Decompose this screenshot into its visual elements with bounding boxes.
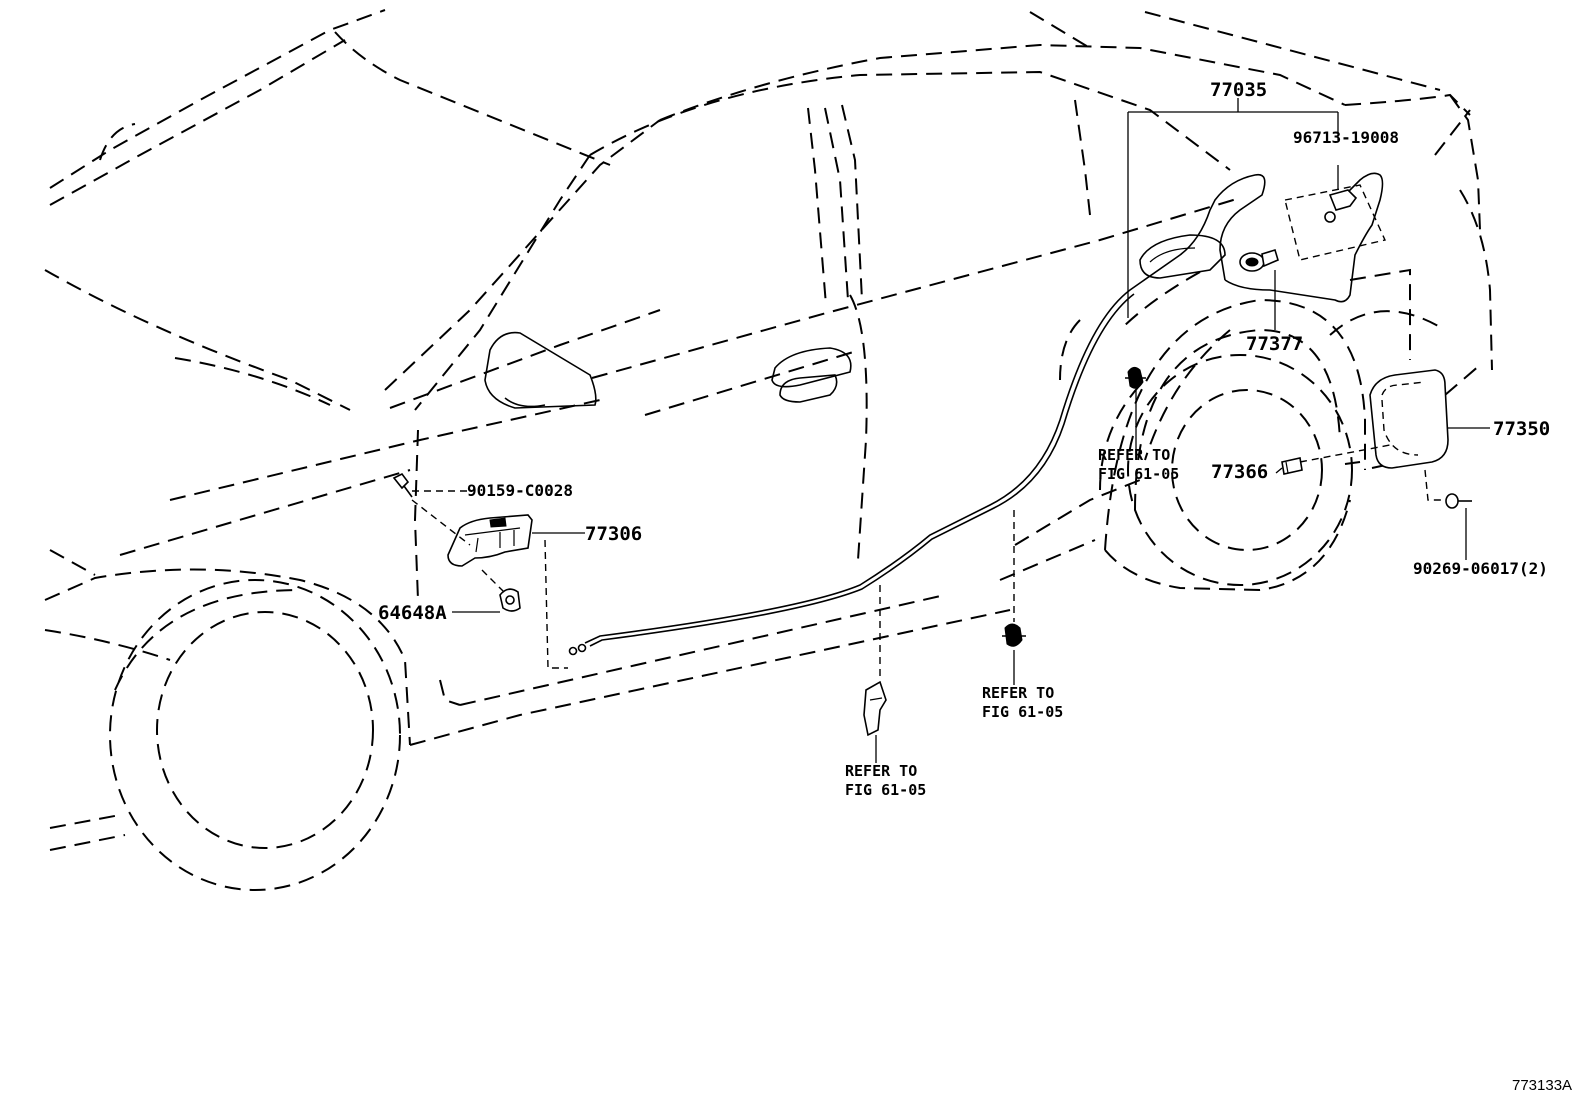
figure-code: 773133A [1512,1077,1572,1094]
callout-screw: 90269-06017(2) [1413,559,1548,578]
callout-knob: 64648A [378,602,447,624]
callout-fuel-lid: 77350 [1493,418,1550,440]
callout-bolt: 90159-C0028 [467,481,573,500]
hinge-part [1281,457,1303,475]
clip-part-mid [1002,623,1026,647]
callout-cable-assy: 77035 [1210,79,1267,101]
callout-spring: 77377 [1246,333,1303,355]
reference-note-mid-line2: FIG 61-05 [982,703,1063,721]
cable-guide-part [863,680,887,737]
side-mirror [484,331,597,409]
front-wheel [109,579,401,891]
reference-note-guide-line2: FIG 61-05 [845,781,926,799]
reference-note-guide-line1: REFER TO [845,762,917,780]
front-door-handle [771,347,852,403]
spring-part [1239,248,1279,272]
leader-lines [411,98,1490,763]
car-body-outline [44,9,1493,851]
fuel-lid-opening [1284,184,1386,261]
clamp-part [1324,189,1358,223]
rear-wheel [1127,354,1353,586]
callout-hinge: 77366 [1211,461,1268,483]
screw-part [1445,493,1472,509]
rear-door-handle [1139,234,1226,279]
opener-lever-part [447,514,533,567]
callout-clamp: 96713-19008 [1293,128,1399,147]
bolt-part [392,472,413,498]
reference-note-mid-line1: REFER TO [982,684,1054,702]
fuel-opener-cable [584,172,1384,647]
callout-opener-lever: 77306 [585,523,642,545]
fuel-lid [1369,369,1449,469]
reference-note-rear-line1: REFER TO [1098,446,1170,464]
clip-part-rear [1125,366,1146,389]
knob-part [499,588,521,612]
reference-note-rear-line2: FIG 61-05 [1098,465,1179,483]
cable-end-fitting [568,643,587,656]
